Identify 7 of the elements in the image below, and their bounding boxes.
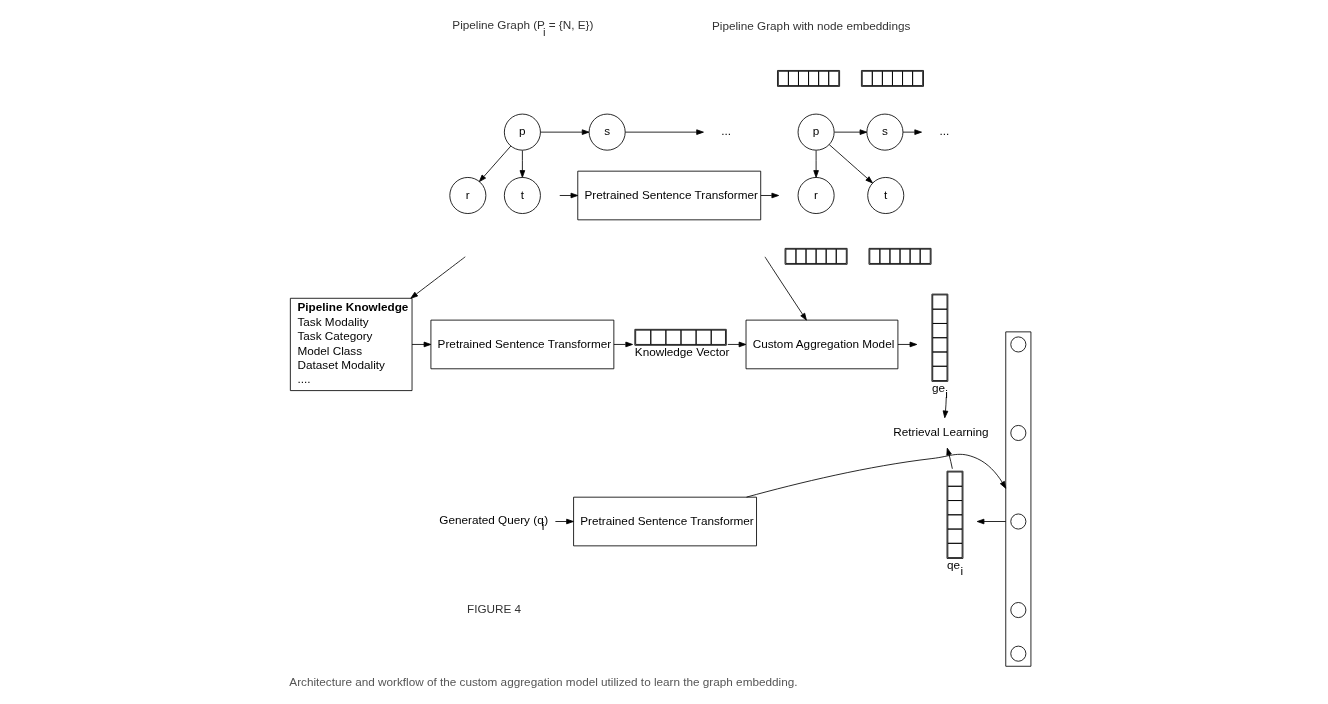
label: FIGURE 4 (467, 602, 522, 616)
node-label: Knowledge Vector (634, 345, 730, 359)
caption: Architecture and workflow of the custom aggregation model utilized to learn the graph embedding. (289, 674, 798, 688)
node-text: ... (939, 124, 950, 138)
node-text: Retrieval Learning (893, 425, 989, 439)
label: Pipeline Graph with node embeddings (712, 18, 911, 32)
node-text: ... (721, 124, 732, 138)
